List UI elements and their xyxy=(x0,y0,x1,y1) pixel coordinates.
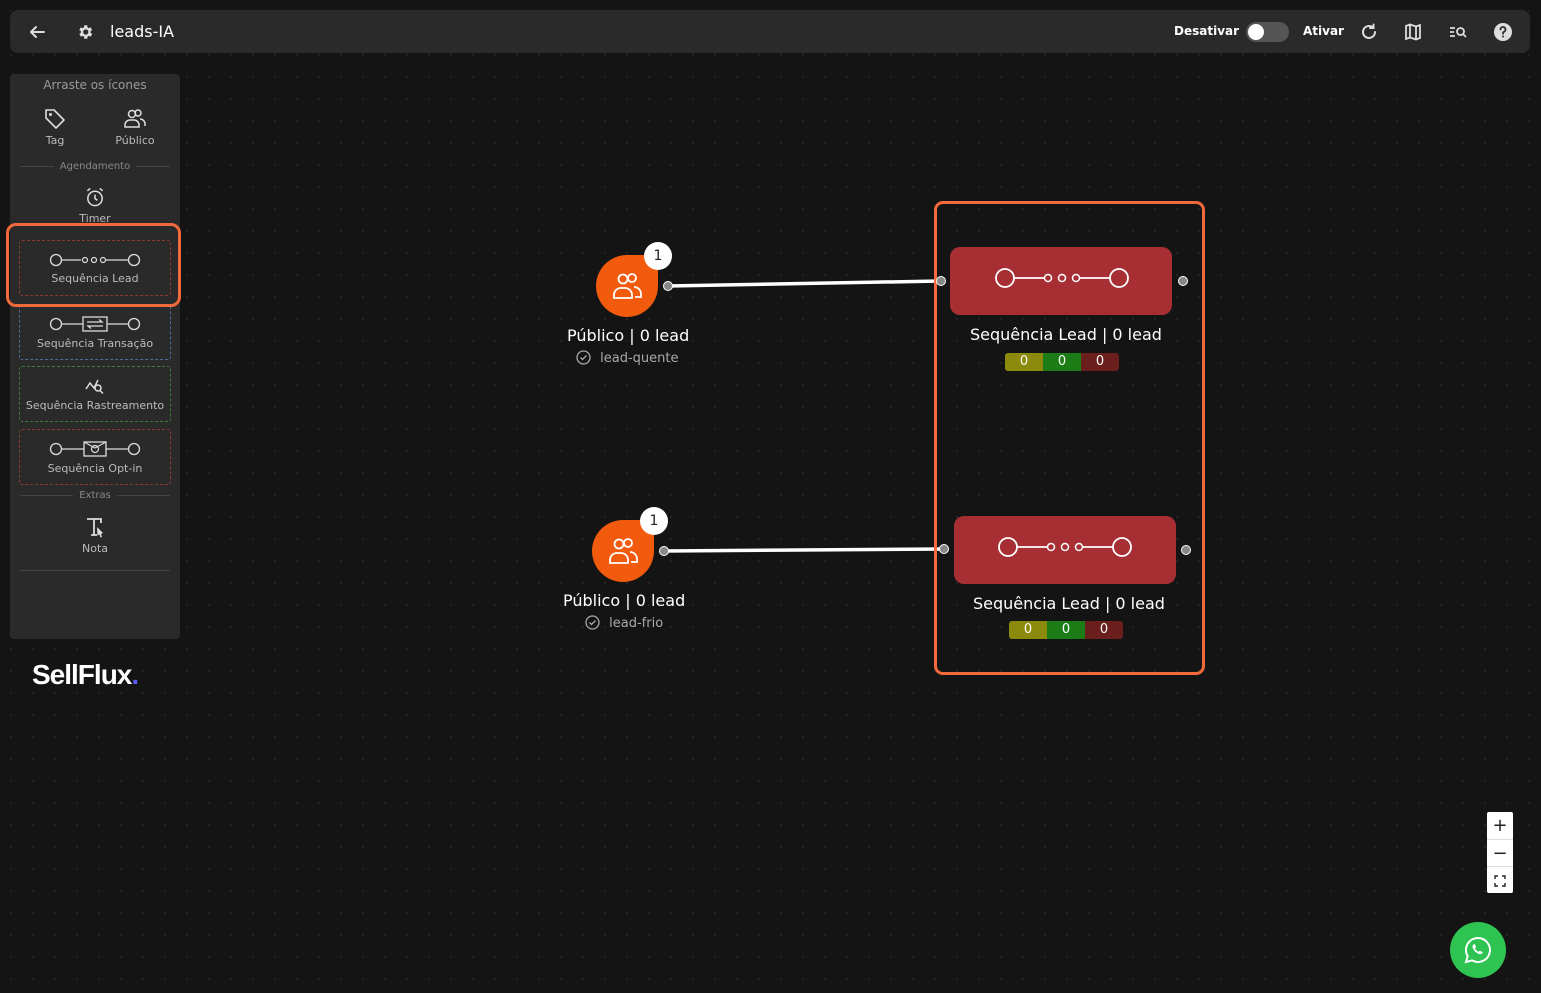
counter-success: 0 xyxy=(1047,621,1085,639)
zoom-controls: + − xyxy=(1487,812,1513,893)
toggle-knob xyxy=(1248,24,1264,40)
publico-tool[interactable]: Público xyxy=(95,108,175,158)
tracking-icon xyxy=(85,379,104,394)
counter-pending: 0 xyxy=(1009,621,1047,639)
extras-section-label: Extras xyxy=(79,489,111,501)
extras-section: Extras xyxy=(20,489,171,501)
logo-dot: . xyxy=(131,659,139,690)
scheduling-section-label: Agendamento xyxy=(59,160,131,172)
nota-tool[interactable]: Nota xyxy=(55,516,135,566)
drag-caption: Arraste os ícones xyxy=(43,78,147,92)
seq-output-handle[interactable] xyxy=(1181,545,1191,555)
publico-node-title: Público | 0 lead xyxy=(567,326,690,345)
timer-tool[interactable]: Timer xyxy=(55,187,135,225)
nota-tool-label: Nota xyxy=(81,542,108,555)
seq-input-handle[interactable] xyxy=(939,544,949,554)
publico-tool-label: Público xyxy=(115,134,155,147)
publico-badge: 1 xyxy=(644,242,672,270)
counter-success: 0 xyxy=(1043,353,1081,371)
sequence-icon xyxy=(49,253,141,266)
publico-output-handle[interactable] xyxy=(663,281,673,291)
sidebar-divider xyxy=(20,570,170,571)
zoom-out-button[interactable]: − xyxy=(1487,839,1513,867)
seq-lead-card[interactable]: Sequência Lead xyxy=(19,240,171,296)
seq-lead-card-label: Sequência Lead xyxy=(51,271,139,285)
publico-node[interactable] xyxy=(592,520,654,582)
seq-optin-card[interactable]: Sequência Opt-in xyxy=(19,429,171,485)
tag-tool-label: Tag xyxy=(45,134,65,147)
publico-node-shape xyxy=(596,255,658,317)
sequence-lead-node[interactable] xyxy=(954,516,1176,584)
sequence-counters: 0 0 0 xyxy=(1005,353,1119,371)
sequence-transaction-icon xyxy=(49,315,141,332)
active-toggle[interactable] xyxy=(1246,22,1289,42)
tag-tool[interactable]: Tag xyxy=(15,108,95,158)
sellflux-logo: SellFlux. xyxy=(32,659,139,691)
users-icon xyxy=(124,109,146,128)
gear-icon[interactable] xyxy=(75,22,95,42)
publico-node[interactable] xyxy=(596,255,658,317)
seq-rastreamento-card[interactable]: Sequência Rastreamento xyxy=(19,366,171,422)
selection-highlight-frame xyxy=(934,201,1205,675)
fit-view-icon xyxy=(1494,874,1506,887)
back-arrow-icon[interactable] xyxy=(27,22,47,42)
check-circle-icon xyxy=(585,615,600,630)
help-icon[interactable] xyxy=(1493,22,1513,42)
counter-pending: 0 xyxy=(1005,353,1043,371)
publico-badge: 1 xyxy=(640,507,668,535)
publico-node-shape xyxy=(592,520,654,582)
top-bar: leads-IA Desativar Ativar xyxy=(10,10,1530,53)
sequence-optin-icon xyxy=(49,440,141,457)
edge-publico-2-seq-2 xyxy=(663,547,945,553)
seq-input-handle[interactable] xyxy=(936,276,946,286)
tools-sidebar: Arraste os ícones Tag Público Agendament… xyxy=(10,74,180,690)
seq-optin-card-label: Sequência Opt-in xyxy=(47,461,143,475)
publico-tag-label: lead-quente xyxy=(600,351,679,366)
search-list-icon[interactable] xyxy=(1448,22,1468,42)
timer-tool-label: Timer xyxy=(79,212,111,225)
logo-text: SellFlux xyxy=(32,659,132,690)
whatsapp-button[interactable] xyxy=(1450,922,1506,978)
deactivate-label: Desativar xyxy=(1174,24,1240,38)
seq-rastreamento-card-label: Sequência Rastreamento xyxy=(25,398,165,412)
edge-publico-1-seq-1 xyxy=(667,279,942,288)
seq-transacao-card-label: Sequência Transação xyxy=(36,336,154,350)
activate-label: Ativar xyxy=(1303,24,1344,38)
sequence-node-title: Sequência Lead | 0 lead xyxy=(970,325,1162,344)
publico-output-handle[interactable] xyxy=(659,546,669,556)
publico-node-tag: lead-frio xyxy=(585,615,663,631)
scheduling-section: Agendamento xyxy=(20,160,170,172)
tag-icon xyxy=(45,109,65,129)
publico-node-tag: lead-quente xyxy=(576,350,678,366)
note-text-icon xyxy=(87,518,103,538)
publico-node-title: Público | 0 lead xyxy=(563,591,686,610)
sidebar-highlight-frame xyxy=(6,223,181,307)
check-circle-icon xyxy=(576,350,591,365)
fit-view-button[interactable] xyxy=(1487,866,1513,894)
sequence-lead-node[interactable] xyxy=(950,247,1172,315)
counter-failed: 0 xyxy=(1081,353,1119,371)
counter-failed: 0 xyxy=(1085,621,1123,639)
sequence-node-title: Sequência Lead | 0 lead xyxy=(973,594,1165,613)
refresh-icon[interactable] xyxy=(1359,22,1379,42)
sequence-counters: 0 0 0 xyxy=(1009,621,1123,639)
seq-output-handle[interactable] xyxy=(1178,276,1188,286)
map-icon[interactable] xyxy=(1403,22,1423,42)
flow-title: leads-IA xyxy=(110,22,175,41)
whatsapp-icon xyxy=(1464,936,1491,964)
alarm-clock-icon xyxy=(86,187,104,207)
zoom-in-button[interactable]: + xyxy=(1492,815,1508,836)
sequence-icon xyxy=(998,537,1132,557)
publico-tag-label: lead-frio xyxy=(609,616,664,631)
sequence-icon xyxy=(995,268,1129,288)
